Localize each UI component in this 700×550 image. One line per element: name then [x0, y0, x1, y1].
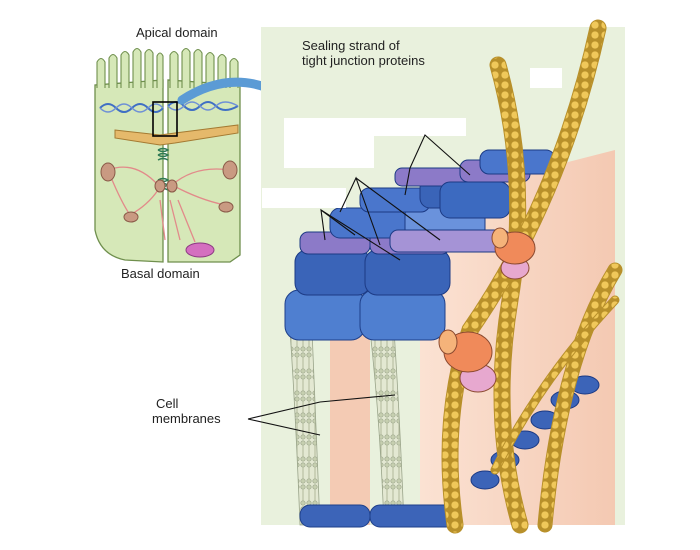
left-cell-body: [94, 79, 164, 263]
sealing-strand: [294, 149, 556, 296]
label-blank-1: [530, 68, 562, 88]
apical-domain-label: Apical domain: [136, 25, 218, 40]
sealing-strand-label-line2: tight junction proteins: [302, 53, 425, 68]
adaptor-proteins: [438, 227, 536, 393]
intermembrane-space: [330, 300, 370, 525]
cell-membranes-label-line1: Cell: [156, 396, 179, 411]
leader-lines: [247, 134, 471, 436]
sealing-strand-label-line1: Sealing strand of: [302, 38, 400, 53]
cell-inset: [94, 47, 287, 263]
cell-membranes-label-line2: membranes: [152, 411, 221, 426]
basal-structure: [185, 242, 215, 258]
zoomed-panel: [247, 19, 625, 534]
lower-proteins: [284, 289, 461, 528]
actin-filaments: [441, 19, 623, 534]
basal-domain-label: Basal domain: [121, 266, 200, 281]
label-blank-3: [374, 118, 466, 136]
label-blank-2: [284, 118, 374, 168]
label-blank-4: [262, 188, 346, 208]
zoom-arrow: [177, 77, 273, 105]
microvilli: [96, 47, 239, 88]
zoom-box: [152, 101, 178, 137]
